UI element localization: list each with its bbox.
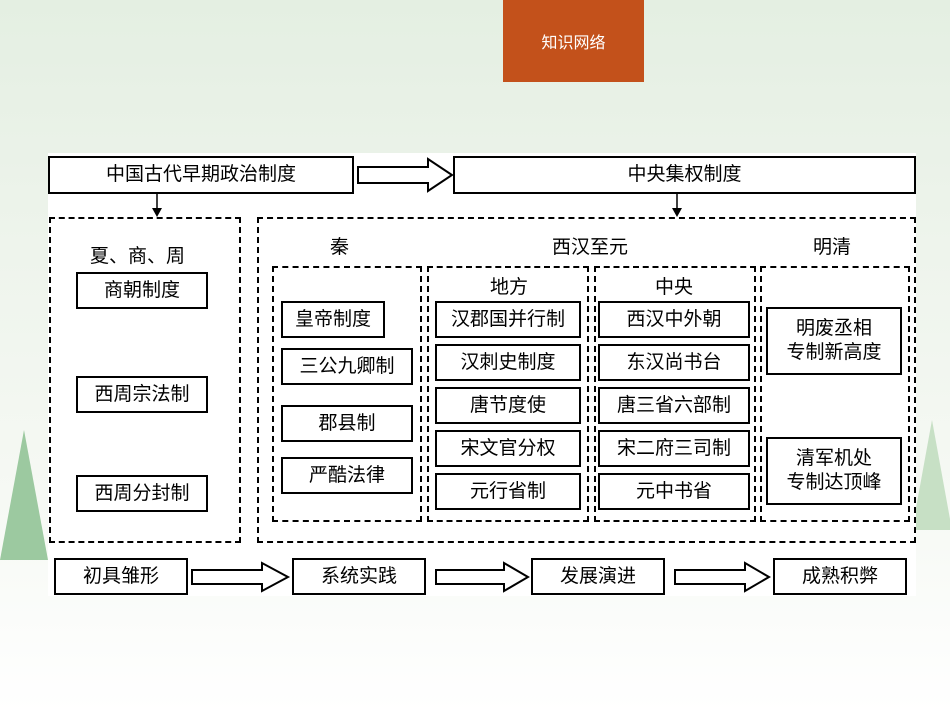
local-item-3: 宋文官分权 [435,430,581,467]
qin-item-1: 三公九卿制 [281,348,413,385]
early-system-label: 中国古代早期政治制度 [105,163,296,186]
hollow-arrow-icon [435,561,530,593]
hollow-arrow-icon [191,561,291,593]
tree-decoration-right [912,420,950,530]
ming-item-label: 清军机处 专制达顶峰 [786,447,882,493]
qin-item-0: 皇帝制度 [281,301,385,338]
local-label: 地方 [490,276,529,298]
early-dashed-group [49,217,241,543]
qin-item-2: 郡县制 [281,405,413,442]
center-item-label: 元中书省 [635,479,712,502]
hollow-arrow-icon [674,561,771,593]
stage-box-0: 初具雏形 [54,558,188,595]
ming-qing-dashed-group [760,266,910,522]
stage-label: 发展演进 [559,564,636,587]
stage-box-1: 系统实践 [292,558,426,595]
early-item-1: 西周宗法制 [76,376,208,413]
centralization-box: 中央集权制度 [453,156,916,194]
early-item-label: 商朝制度 [103,278,180,301]
period-label: 夏、商、周 [90,245,186,267]
tree-decoration-left [0,430,48,560]
han-yuan-label: 西汉至元 [552,236,629,258]
stage-label: 初具雏形 [82,564,159,587]
qin-item-3: 严酷法律 [281,457,413,494]
center-item-2: 唐三省六部制 [598,387,750,424]
local-item-label: 汉刺史制度 [460,350,556,373]
local-item-0: 汉郡国并行制 [435,301,581,338]
qin-item-label: 严酷法律 [308,463,385,486]
local-item-2: 唐节度使 [435,387,581,424]
center-item-label: 东汉尚书台 [626,350,722,373]
hollow-arrow-icon [357,157,454,193]
center-item-0: 西汉中外朝 [598,301,750,338]
center-label: 中央 [655,276,694,298]
qin-label: 秦 [330,236,350,258]
local-item-1: 汉刺史制度 [435,344,581,381]
local-item-4: 元行省制 [435,473,581,510]
early-item-label: 西周宗法制 [94,382,190,405]
local-item-label: 唐节度使 [469,393,546,416]
local-item-label: 宋文官分权 [460,436,556,459]
local-item-label: 元行省制 [469,479,546,502]
early-item-0: 商朝制度 [76,272,208,309]
section-title-tab: 知识网络 [503,0,644,82]
qin-item-label: 三公九卿制 [299,354,395,377]
early-item-label: 西周分封制 [94,481,190,504]
early-item-2: 西周分封制 [76,475,208,512]
stage-label: 成熟积弊 [801,564,878,587]
ming-item-1: 清军机处 专制达顶峰 [766,437,902,505]
center-item-3: 宋二府三司制 [598,430,750,467]
qin-item-label: 皇帝制度 [294,307,371,330]
ming-item-0: 明废丞相 专制新高度 [766,307,902,375]
qin-item-label: 郡县制 [318,411,376,434]
early-system-box: 中国古代早期政治制度 [48,156,354,194]
qin-dashed-group [272,266,422,522]
down-arrow-icon [672,208,682,217]
central-dashed-group [257,217,916,543]
stage-box-2: 发展演进 [531,558,665,595]
section-title: 知识网络 [541,33,606,52]
local-dashed-group [427,266,589,522]
center-dashed-group [594,266,756,522]
ming-qing-label: 明清 [813,236,852,258]
center-item-label: 唐三省六部制 [616,393,731,416]
center-item-1: 东汉尚书台 [598,344,750,381]
down-arrow-icon [152,208,162,217]
local-item-label: 汉郡国并行制 [450,307,565,330]
ming-item-label: 明废丞相 专制新高度 [786,317,882,363]
stage-box-3: 成熟积弊 [773,558,907,595]
center-item-label: 宋二府三司制 [616,436,731,459]
center-item-4: 元中书省 [598,473,750,510]
center-item-label: 西汉中外朝 [626,307,722,330]
stage-label: 系统实践 [320,564,397,587]
centralization-label: 中央集权制度 [627,163,742,186]
